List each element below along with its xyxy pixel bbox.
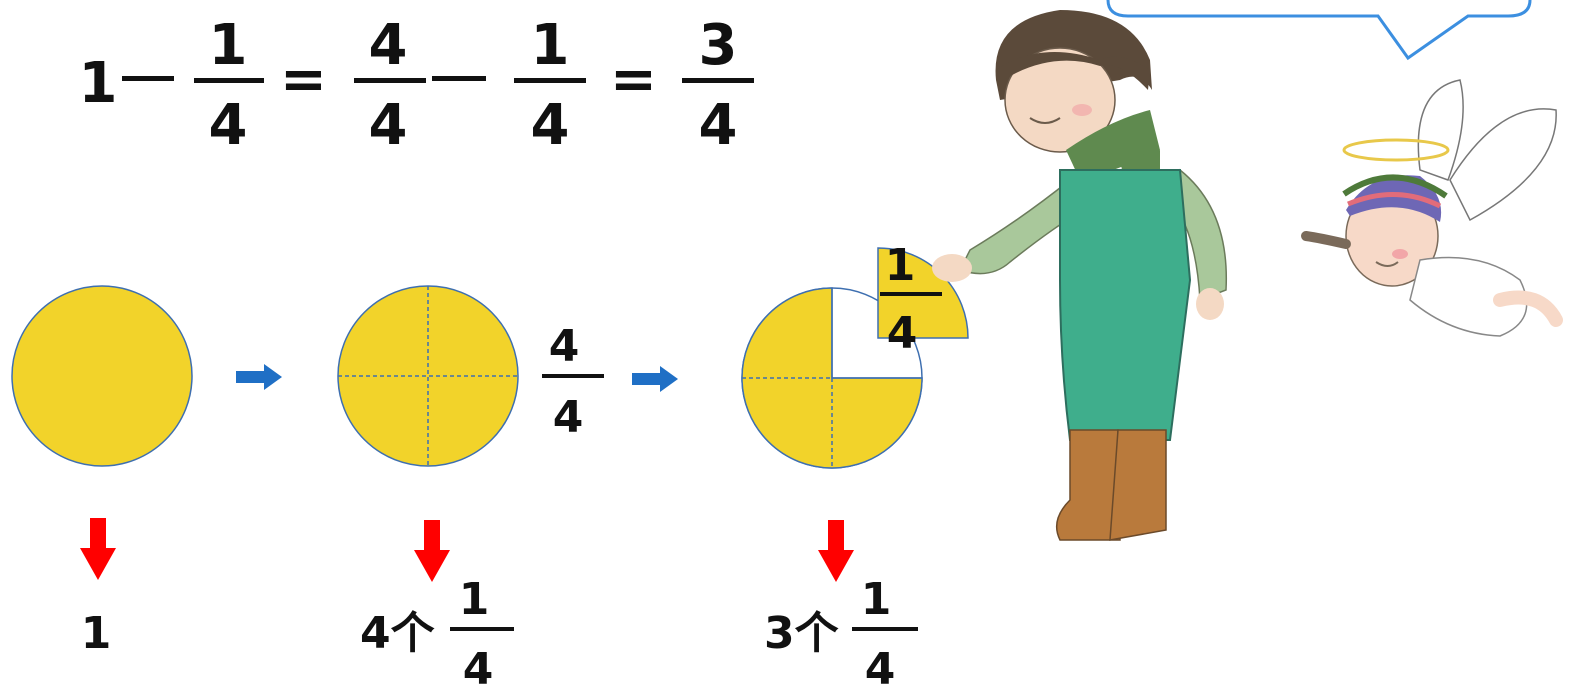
fraction-bar [194, 78, 264, 83]
fraction-numerator: 4 [368, 13, 408, 78]
bottom-label-numerator: 1 [860, 574, 892, 625]
bottom-label-numerator: 1 [458, 574, 490, 625]
fraction-numerator: 1 [530, 13, 570, 78]
fraction-denominator: 4 [698, 93, 738, 158]
equation-whole: 1 [78, 51, 118, 116]
middle-denominator: 4 [552, 392, 584, 443]
fraction-numerator: 3 [698, 13, 738, 78]
bottom-label-denominator: 4 [462, 644, 494, 695]
arrow-down-icon [414, 520, 450, 582]
minus-sign [432, 76, 486, 81]
bottom-label-whole: 1 [80, 608, 112, 659]
fraction-denominator: 4 [530, 93, 570, 158]
middle-numerator: 4 [548, 321, 580, 372]
fraction-denominator: 4 [368, 93, 408, 158]
middle-fraction-bar [542, 374, 604, 378]
arrow-down-icon [818, 520, 854, 582]
piece-fraction-bar [880, 292, 942, 296]
equals-sign: = [610, 47, 657, 112]
arrow-right-icon [236, 364, 282, 390]
arrow-down-icon [80, 518, 116, 580]
bottom-label-fraction-bar [852, 627, 918, 631]
fraction-bar [514, 78, 586, 83]
bottom-label-count: 4个 [360, 608, 435, 659]
bottom-label-denominator: 4 [864, 644, 896, 695]
fraction-numerator: 1 [208, 13, 248, 78]
bottom-label-count: 3个 [764, 608, 839, 659]
fraction-bar [682, 78, 754, 83]
arrow-right-icon [632, 366, 678, 392]
minus-sign [122, 76, 174, 81]
fraction-denominator: 4 [208, 93, 248, 158]
bottom-label-fraction-bar [450, 627, 514, 631]
piece-denominator: 4 [886, 308, 918, 359]
equals-sign: = [280, 47, 327, 112]
fraction-bar [354, 78, 426, 83]
piece-numerator: 1 [884, 240, 916, 291]
